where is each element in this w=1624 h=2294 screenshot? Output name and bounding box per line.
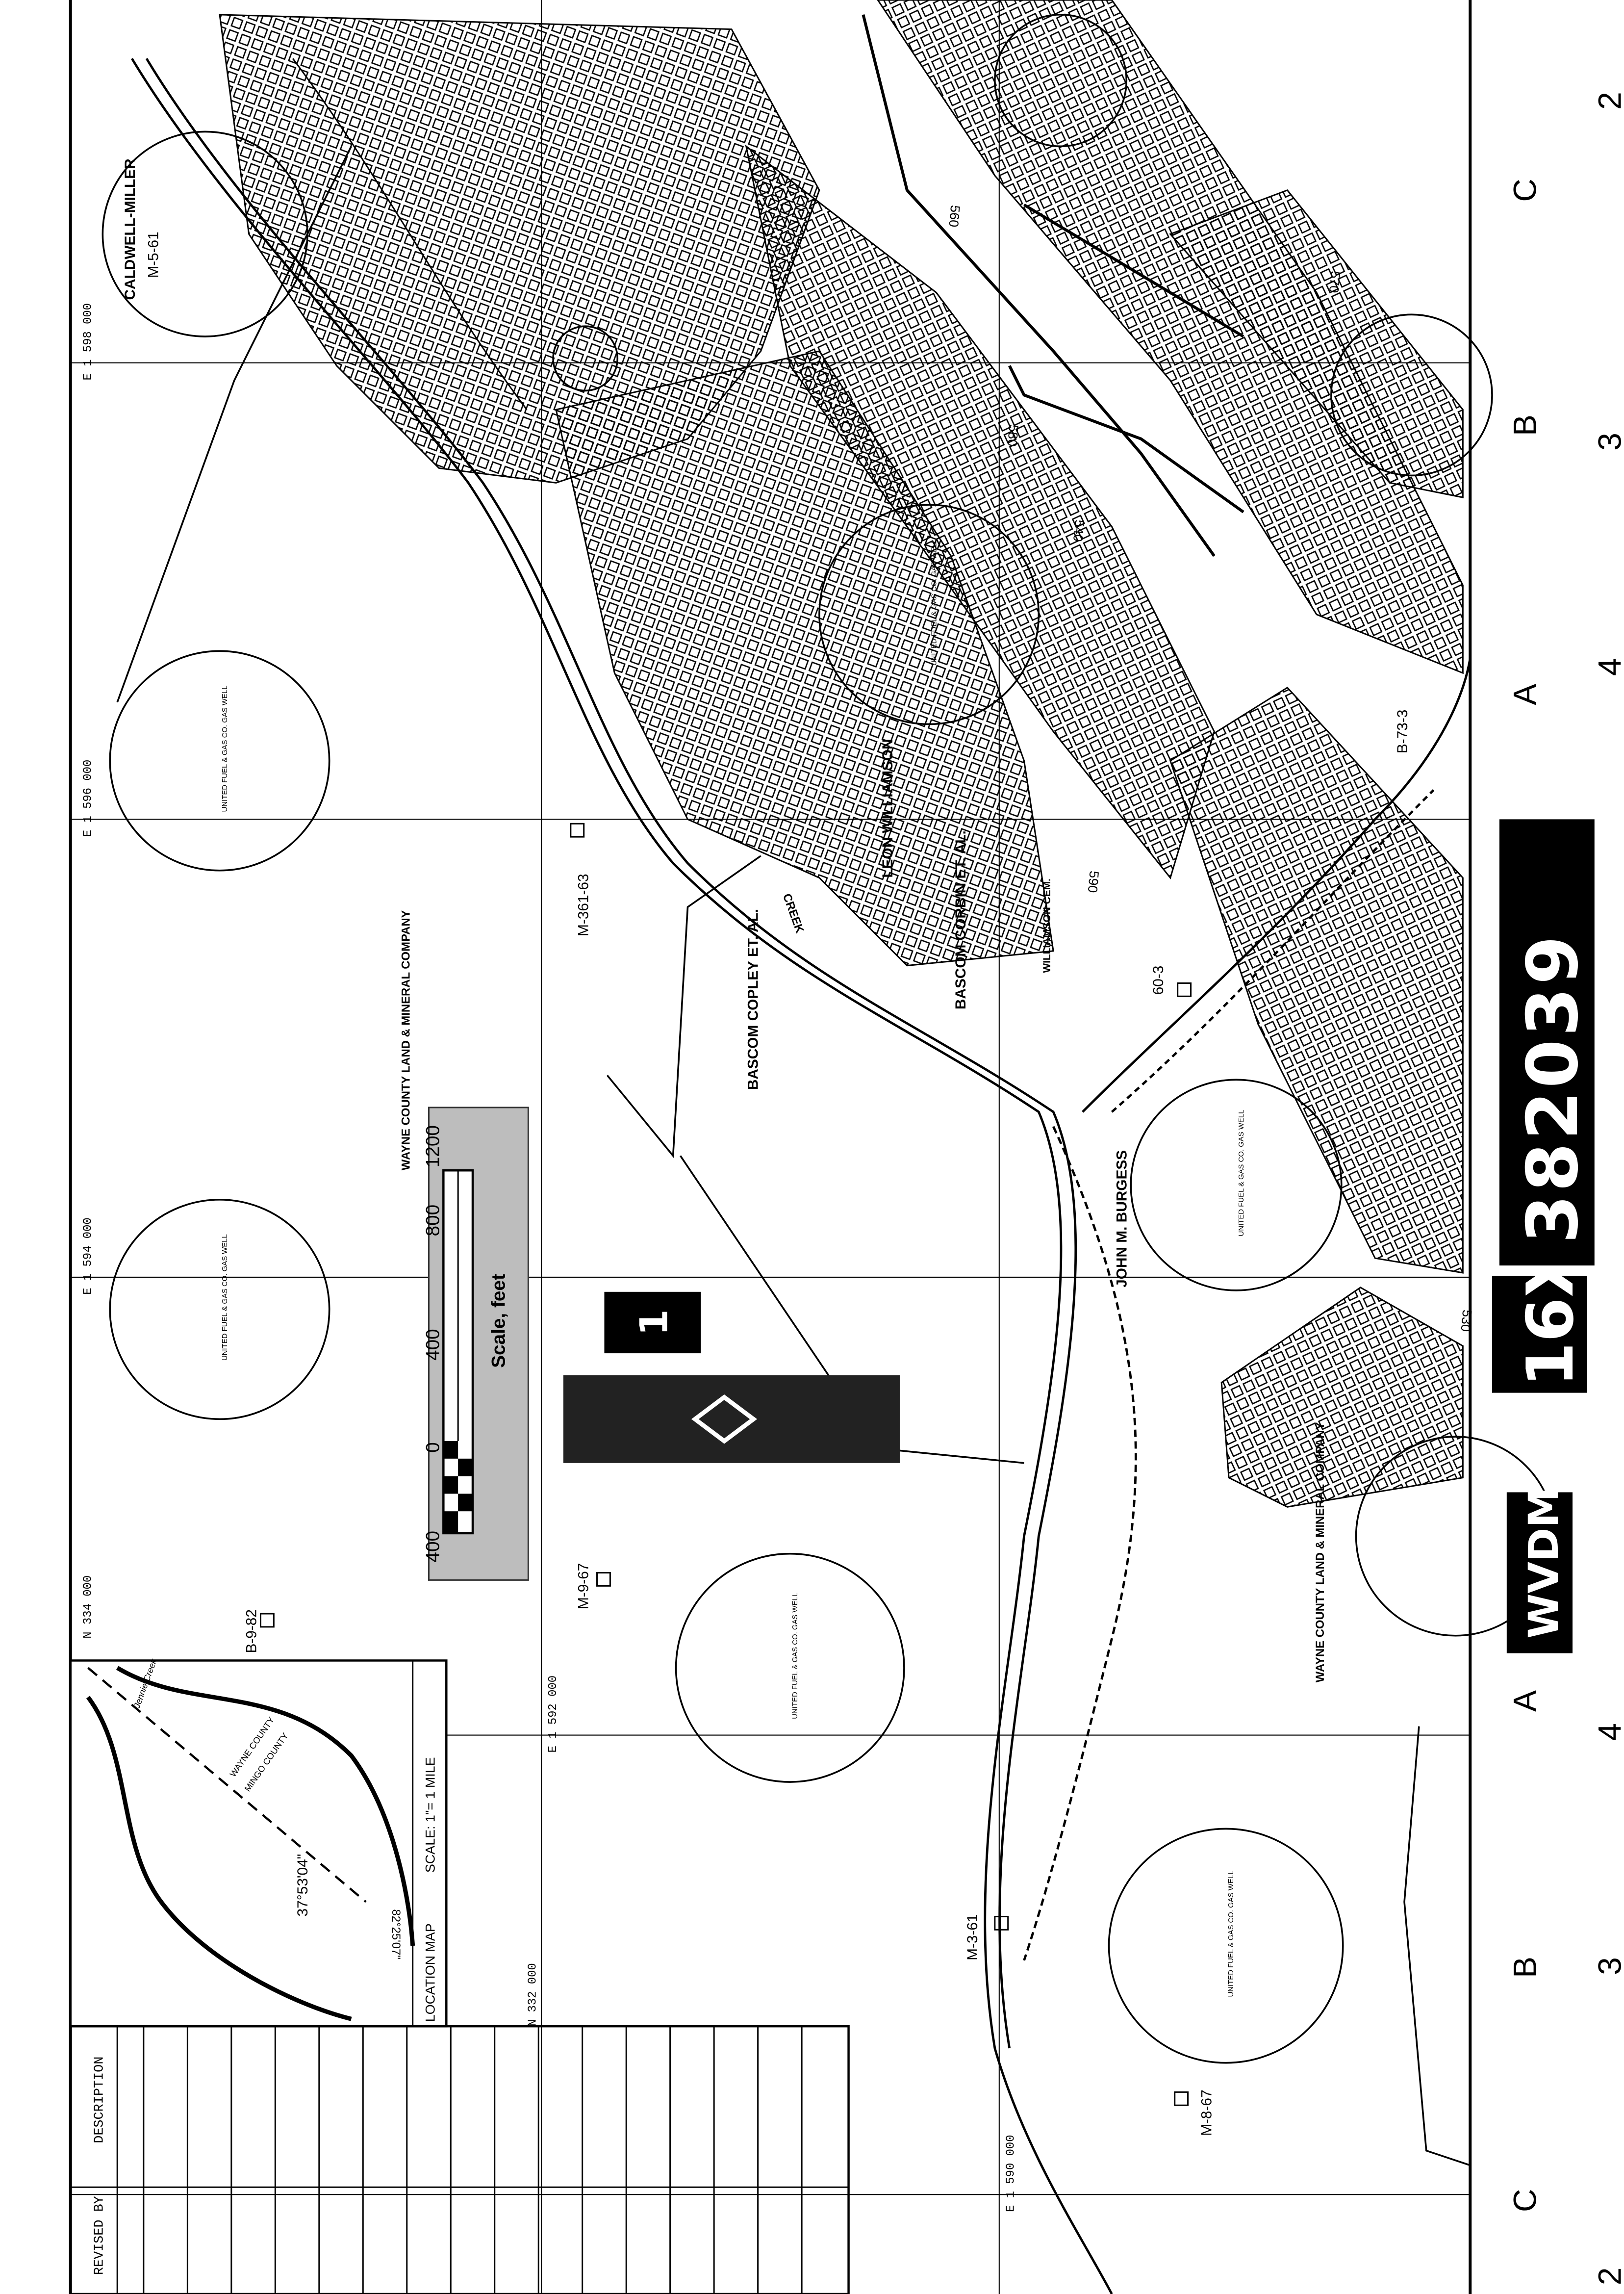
gas-well-label: UNITED FUEL & GAS CO. GAS WELL [221, 1234, 229, 1361]
edge-number: 4 [1592, 658, 1624, 676]
gas-well-label: UNITED FUEL & GAS CO. GAS WELL [1238, 1110, 1245, 1237]
gas-well-label: UNITED FUEL & GAS CO. GAS WELL [1227, 1871, 1235, 1997]
stamp-series: 16X [1513, 1248, 1588, 1387]
revised-by-header: REVISED BY [92, 2196, 107, 2275]
easting-label: E 1 590 000 [1005, 2135, 1018, 2212]
location-map: LOCATION MAP SCALE: 1"= 1 MILE 37°53'04"… [69, 1657, 448, 2028]
northing-label: N 332 000 [526, 1963, 539, 2026]
north-arrow-block [563, 1375, 900, 1463]
well-id: M-361-63 [576, 874, 592, 936]
north-arrow-icon [691, 1394, 758, 1444]
scale-tick: 0 [422, 1442, 443, 1453]
sheet-tab: 1 [604, 1291, 701, 1354]
contour-label: 570 [1326, 270, 1343, 293]
latitude-label: 37°53'04" [295, 1854, 311, 1917]
roads [130, 58, 1472, 2294]
stamp-repository: WVDM [1520, 1487, 1568, 1639]
gas-well-labels: UNITED FUEL & GAS CO. GAS WELL UNITED FU… [221, 539, 1245, 1997]
well-id: M-3-61 [964, 1914, 981, 1960]
scale-tick: 400 [422, 1329, 443, 1361]
contour-label: 590 [1085, 870, 1102, 893]
well-id: B-73-3 [1395, 710, 1411, 753]
edge-number: 3 [1592, 433, 1624, 451]
owner-label: LEON WILLIAMSON [880, 739, 896, 877]
edge-letter: B [1507, 1957, 1543, 1978]
revision-table: REVISED BY DESCRIPTION [69, 2025, 850, 2294]
mine-workings [219, 0, 1464, 1508]
well-id: M-9-67 [576, 1563, 592, 1609]
location-map-scale: SCALE: 1"= 1 MILE [423, 1757, 437, 1873]
stamp-number: 382039 [1512, 933, 1594, 1243]
description-header: DESCRIPTION [92, 2057, 107, 2143]
scale-tick: 400 [422, 1531, 443, 1563]
well-id: M-5-61 [146, 232, 162, 278]
easting-label: E 1 598 000 [81, 303, 95, 380]
scale-bar: 400 0 400 800 1200 Scale, feet [422, 1107, 529, 1581]
edge-number: 4 [1592, 1723, 1624, 1741]
owner-label: JOHN M. BURGESS [1114, 1150, 1130, 1288]
edge-letter: A [1507, 684, 1543, 705]
gas-well-label: UNITED FUEL & GAS CO. GAS WELL [931, 539, 939, 666]
edge-marks: 2 C 3 B 4 A A 4 B 3 C 2 [1507, 92, 1624, 2285]
easting-label: E 1 594 000 [81, 1217, 95, 1295]
northing-label: N 334 000 [81, 1575, 95, 1639]
edge-letter: C [1507, 2189, 1543, 2212]
owner-label: BASCOM CORBIN ET. AL. [953, 830, 969, 1009]
well-markers: M-5-61 M-361-63 60-3 M-9-67 B-9-82 M-3-6… [146, 232, 1411, 2136]
edge-number: 2 [1592, 92, 1624, 110]
gas-well-label: UNITED FUEL & GAS CO. GAS WELL [221, 686, 229, 812]
edge-number: 2 [1592, 2268, 1624, 2286]
owner-label: BASCOM COPLEY ET. AL. [745, 909, 761, 1090]
gas-well-label: UNITED FUEL & GAS CO. GAS WELL [791, 1593, 799, 1719]
grid-labels: E 1 598 000 E 1 596 000 E 1 594 000 E 1 … [81, 303, 1017, 2212]
contour-label: 530 [1458, 1309, 1474, 1332]
easting-label: E 1 592 000 [547, 1675, 560, 1753]
location-map-title: LOCATION MAP [423, 1923, 437, 2022]
edge-letter: A [1507, 1690, 1543, 1712]
owner-label: WAYNE COUNTY LAND & MINERAL COMPANY [1314, 1422, 1327, 1682]
edge-letter: C [1507, 179, 1543, 202]
gas-well-circles [102, 14, 1556, 2064]
owner-labels: CALDWELL-MILLER WAYNE COUNTY LAND & MINE… [122, 158, 1327, 1682]
longitude-label: 82°25'07" [389, 1909, 403, 1959]
edge-letter: B [1507, 414, 1543, 436]
edge-number: 3 [1592, 1957, 1624, 1975]
well-id: 60-3 [1150, 966, 1167, 995]
contour-label: 540 [1070, 519, 1087, 542]
archive-stamp: 16X 382039 WVDM [1492, 819, 1595, 1653]
owner-label: WILLIAMSON CEM. [1041, 878, 1053, 973]
well-id: M-8-67 [1198, 2089, 1215, 2136]
scale-tick: 800 [422, 1205, 443, 1237]
contour-label: 580 [1005, 424, 1021, 447]
contour-labels: 560 570 580 590 530 540 [946, 205, 1474, 1332]
sheet-number: 1 [633, 1309, 677, 1336]
easting-label: E 1 596 000 [81, 760, 95, 837]
contour-label: 560 [946, 205, 963, 228]
scale-title: Scale, feet [488, 1274, 509, 1368]
owner-label: WAYNE COUNTY LAND & MINERAL COMPANY [400, 910, 413, 1170]
scale-tick: 1200 [422, 1125, 443, 1167]
creek-label: CREEK [780, 892, 807, 935]
well-id: B-9-82 [244, 1609, 260, 1653]
owner-label: CALDWELL-MILLER [122, 158, 138, 300]
